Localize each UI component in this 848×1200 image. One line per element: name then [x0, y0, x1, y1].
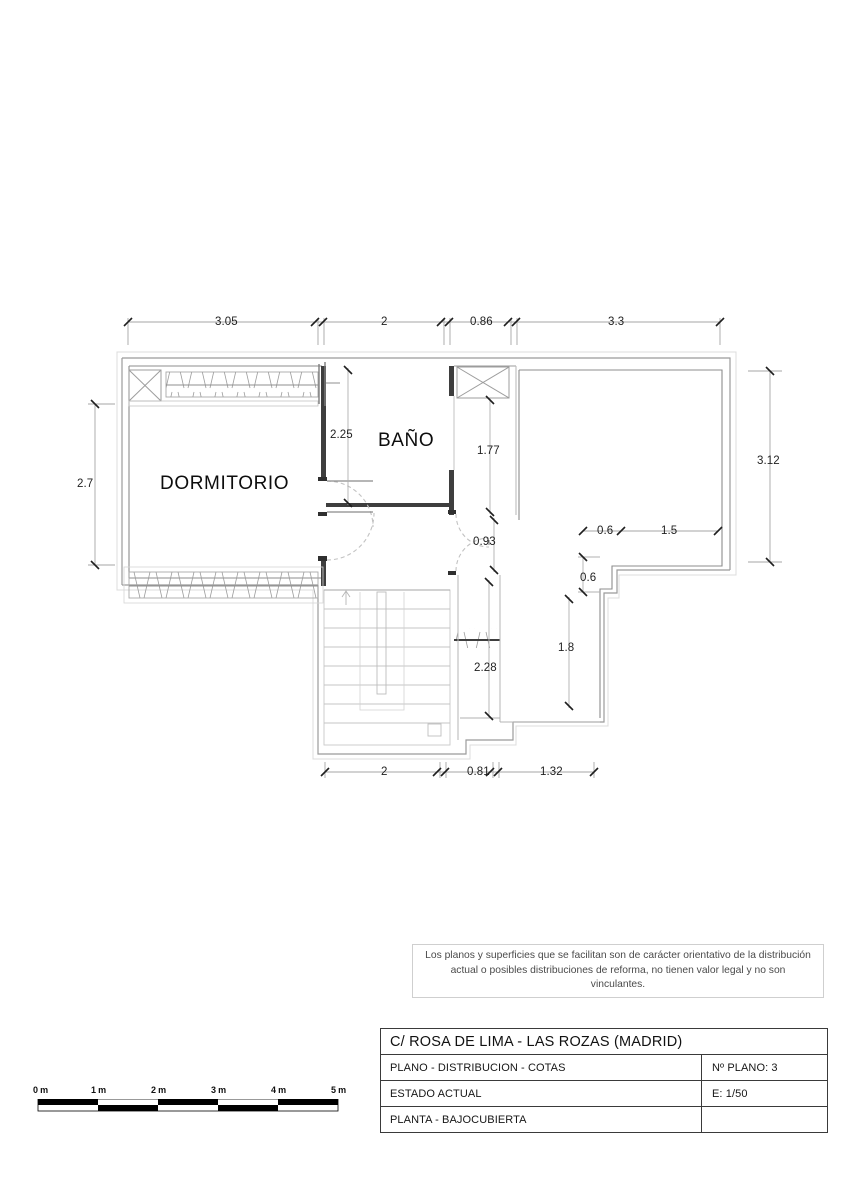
dim-bottom-0-81: 0.81	[467, 766, 490, 778]
room-label-bano: BAÑO	[378, 430, 435, 451]
title-block-header-row: C/ ROSA DE LIMA - LAS ROZAS (MADRID)	[381, 1029, 827, 1055]
perimeter-walls	[121, 357, 731, 755]
title-block-row-3-left: PLANTA - BAJOCUBIERTA	[381, 1107, 701, 1132]
dimension-chain-right	[748, 370, 782, 563]
title-block-project-cell: C/ ROSA DE LIMA - LAS ROZAS (MADRID)	[381, 1029, 827, 1054]
interior-walls	[128, 365, 723, 718]
title-block-row-3: PLANTA - BAJOCUBIERTA	[381, 1107, 827, 1133]
title-block-row-1-left: PLANO - DISTRIBUCION - COTAS	[381, 1055, 701, 1080]
door-jambs	[318, 477, 456, 575]
scale-tick-5: 5 m	[331, 1085, 346, 1095]
title-block-row-1: PLANO - DISTRIBUCION - COTAS Nº PLANO: 3	[381, 1055, 827, 1081]
title-block-row-2: ESTADO ACTUAL E: 1/50	[381, 1081, 827, 1107]
title-block-row-2-left: ESTADO ACTUAL	[381, 1081, 701, 1106]
door-swing-arcs	[326, 480, 490, 572]
dim-top-2: 2	[381, 316, 388, 328]
dim-2-28: 2.28	[474, 662, 497, 674]
opening-hatch-2-28	[454, 628, 500, 648]
scale-tick-0: 0 m	[33, 1085, 48, 1095]
room-label-dormitorio: DORMITORIO	[160, 473, 290, 494]
drawing-type-label: PLANO - DISTRIBUCION - COTAS	[390, 1061, 566, 1074]
scale-tick-3: 3 m	[211, 1085, 226, 1095]
dim-right-3-12: 3.12	[757, 455, 780, 467]
title-block: C/ ROSA DE LIMA - LAS ROZAS (MADRID) PLA…	[380, 1028, 828, 1133]
dimension-2-28	[460, 580, 500, 719]
dim-1-8: 1.8	[558, 642, 575, 654]
drawing-number-label: Nº PLANO: 3	[712, 1061, 778, 1074]
corridor-walls-lower-right	[457, 575, 600, 740]
dim-bottom-2: 2	[381, 766, 388, 778]
dim-0-93: 0.93	[473, 536, 496, 548]
floor-label: PLANTA - BAJOCUBIERTA	[390, 1113, 527, 1126]
dim-top-0-86: 0.86	[470, 316, 493, 328]
state-label: ESTADO ACTUAL	[390, 1087, 482, 1100]
knee-wall-bottom-left	[123, 566, 324, 604]
dim-1-77: 1.77	[477, 445, 500, 457]
dim-0-6-horizontal: 0.6	[597, 525, 614, 537]
title-block-row-1-right: Nº PLANO: 3	[701, 1055, 827, 1080]
dimension-0-6-vertical	[578, 556, 600, 593]
title-block-row-2-right: E: 1/50	[701, 1081, 827, 1106]
scale-bar: 0 m 1 m 2 m 3 m 4 m 5 m	[30, 1085, 350, 1115]
dim-1-5: 1.5	[661, 525, 678, 537]
dimension-chain-left	[88, 403, 115, 566]
dim-0-6-vertical: 0.6	[580, 572, 597, 584]
staircase	[323, 589, 451, 746]
disclaimer-box: Los planos y superficies que se facilita…	[412, 944, 824, 998]
closet-top-left	[128, 362, 340, 407]
scale-bar-graphic	[37, 1099, 339, 1112]
title-block-row-3-right	[701, 1107, 827, 1132]
dim-2-25: 2.25	[330, 429, 353, 441]
dim-top-3-3: 3.3	[608, 316, 625, 328]
scale-tick-4: 4 m	[271, 1085, 286, 1095]
dim-bottom-1-32: 1.32	[540, 766, 563, 778]
scale-label: E: 1/50	[712, 1087, 748, 1100]
scale-tick-2: 2 m	[151, 1085, 166, 1095]
dim-left-2-7: 2.7	[77, 478, 94, 490]
bano-shaft-box	[456, 366, 510, 399]
dim-top-3-05: 3.05	[215, 316, 238, 328]
disclaimer-text: Los planos y superficies que se facilita…	[425, 950, 811, 991]
outer-envelope	[116, 351, 737, 760]
door-leaves	[327, 480, 490, 545]
scale-tick-1: 1 m	[91, 1085, 106, 1095]
project-title: C/ ROSA DE LIMA - LAS ROZAS (MADRID)	[390, 1033, 683, 1050]
